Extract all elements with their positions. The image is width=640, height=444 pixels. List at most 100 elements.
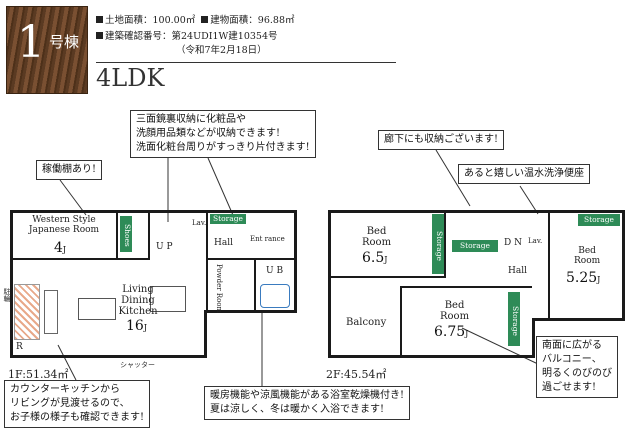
room-label-ub: U B [266, 266, 284, 276]
wall [204, 310, 207, 358]
callout-line: バルコニー、 [542, 354, 602, 365]
room-size-unit: J [62, 245, 67, 254]
floor-label-2f: 2F:45.54㎡ [326, 368, 387, 381]
storage-bed1: Storage [432, 214, 444, 274]
storage-bed3: Storage [578, 214, 620, 226]
wall [328, 355, 534, 358]
stair-dn-label: D N [504, 238, 522, 248]
wall [400, 286, 532, 288]
sofa [150, 286, 186, 312]
room-size-bed1: 6.5J [362, 250, 387, 266]
wall [328, 210, 331, 358]
permit-date: （令和7年2月18日） [176, 45, 267, 56]
wall [116, 212, 118, 258]
callout-washlet: あると嬉しい温水洗浄便座 [458, 164, 590, 184]
shutter-label: シャッター [120, 361, 155, 369]
storage-shoes: Shoes [120, 216, 132, 252]
wall [254, 258, 256, 312]
room-label-line: Room [574, 256, 601, 266]
callout-line: リビングが見渡せるので、 [10, 398, 130, 409]
room-size-value: 6.5 [362, 250, 385, 266]
room-size-bed3: 5.25J [566, 270, 600, 286]
room-size-value: 6.75 [434, 324, 466, 340]
callout-line: カウンターキッチンから [10, 384, 120, 395]
wall [444, 212, 446, 278]
wall [330, 276, 446, 278]
room-size-value: 5.25 [566, 270, 598, 286]
room-label-line: Bed [444, 300, 465, 311]
callout-balcony: 南面に広がる バルコニー、 明るくのびのび 過ごせます! [536, 336, 618, 398]
land-area: 土地面積：100.00㎡ [105, 15, 196, 26]
storage-bed2: Storage [508, 292, 520, 346]
kitchen-island [44, 290, 58, 334]
callout-line: 洗顔用品類などが収納できます! [136, 128, 281, 139]
bullet-square-icon [201, 16, 209, 23]
wall [204, 310, 296, 313]
callout-line: 南面に広がる [542, 340, 602, 351]
room-label-hall-1f: Hall [214, 238, 233, 248]
callout-line: 過ごせます! [542, 382, 597, 393]
header-rule [96, 62, 396, 63]
room-label-line: Room [362, 237, 392, 248]
callout-line: 夏は涼しく、冬は暖かく入浴できます! [210, 404, 385, 415]
room-size-value: 16 [126, 318, 144, 334]
room-label-line: Room [440, 311, 470, 322]
room-label-line: Western Style [32, 215, 96, 225]
area-spec-line: 土地面積：100.00㎡ 建物面積：96.88㎡ [96, 12, 295, 26]
dining-table [78, 298, 116, 320]
callout-bathroom-dryer: 暖房機能や涼風機能がある浴室乾燥機付き! 夏は涼しく、冬は暖かく入浴できます! [204, 386, 411, 420]
room-label-balcony: Balcony [346, 317, 387, 328]
room-size-unit: J [143, 323, 148, 332]
room-label-hall-2f: Hall [508, 266, 527, 276]
callout-movable-shelf: 稼働棚あり! [36, 160, 103, 180]
room-label-lav-1f: Lav. [192, 219, 207, 227]
room-label-powder: Powder Room [215, 264, 223, 314]
room-label-line: Dining [121, 295, 155, 306]
wall [328, 210, 624, 213]
building-number-badge: 1 号棟 [6, 6, 88, 94]
bullet-square-icon [96, 16, 103, 23]
room-size-unit: J [384, 255, 388, 264]
building-number: 1 [17, 17, 45, 68]
wall [294, 210, 297, 313]
callout-line: 三面鏡裏収納に化粧品や [136, 114, 246, 125]
refrigerator-label: R [16, 342, 23, 352]
storage-hall-2f: Storage [452, 240, 498, 252]
room-label-bed3: Bed Room [574, 246, 600, 266]
room-label-ldk: Living Dining Kitchen [108, 284, 168, 317]
storage-top-1f: Storage [210, 214, 246, 224]
room-label-line: Bed [366, 226, 387, 237]
room-label-japanese: Western Style Japanese Room [16, 215, 112, 235]
room-size-unit: J [597, 275, 601, 284]
permit-number: 建築確認番号：第24UDI1W建10354号 [105, 31, 278, 42]
callout-kitchen: カウンターキッチンから リビングが見渡せるので、 お子様の様子も確認できます! [4, 380, 151, 428]
permit-line: 建築確認番号：第24UDI1W建10354号 [96, 28, 278, 42]
room-size-value: 4 [54, 240, 63, 256]
room-label-line: Living [122, 284, 154, 295]
wall [10, 210, 13, 358]
wall [622, 210, 625, 320]
wall [10, 210, 296, 213]
callout-line: お子様の様子も確認できます! [10, 412, 145, 423]
callout-mirror-storage: 三面鏡裏収納に化粧品や 洗顔用品類などが収納できます! 洗面化粧台周りがすっきり… [130, 110, 316, 158]
callout-line: 暖房機能や涼風機能がある浴室乾燥機付き! [210, 390, 405, 401]
room-label-line: Japanese Room [28, 225, 100, 235]
bullet-square-icon [96, 32, 103, 39]
stair-up-label: U P [156, 242, 173, 252]
room-label-entrance: Ent rance [250, 235, 285, 243]
wall [532, 318, 625, 321]
wall [10, 355, 206, 358]
room-label-bed2: Bed Room [440, 300, 469, 322]
wall [400, 286, 402, 356]
wall [548, 212, 550, 318]
room-label-line: Kitchen [118, 306, 158, 317]
room-size-unit: J [465, 329, 469, 338]
floor-label-1f: 1F:51.34㎡ [8, 368, 69, 381]
floor-area: 建物面積：96.88㎡ [210, 15, 295, 26]
callout-line: 洗面化粧台周りがすっきり片付きます! [136, 142, 310, 153]
room-label-line: Bed [578, 246, 596, 256]
room-label-lav-2f: Lav. [528, 237, 543, 245]
wall [532, 318, 535, 358]
